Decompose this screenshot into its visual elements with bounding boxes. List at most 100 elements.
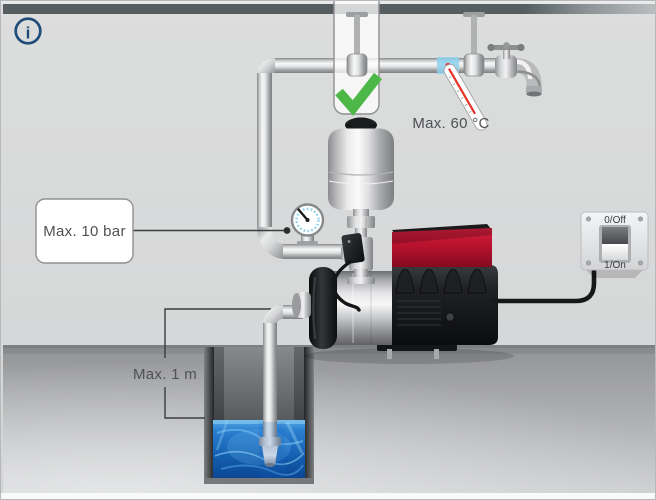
- diaphragm-tank-icon: [328, 117, 394, 312]
- water-surface: [213, 420, 305, 424]
- water-swirl: [220, 464, 304, 476]
- motor-fin: [443, 268, 463, 294]
- gauge-scale: [295, 207, 320, 233]
- motor-red-cover: [392, 228, 492, 267]
- tank-body: [328, 128, 394, 210]
- foot-valve-collar: [259, 437, 281, 446]
- scale-tick: [460, 97, 464, 100]
- info-glyph: i: [26, 24, 31, 43]
- suction-lift-dimension: [164, 308, 271, 419]
- motor-fin: [395, 268, 415, 294]
- well-inner-shadow-left: [213, 347, 224, 478]
- hanger-rod: [354, 15, 360, 57]
- correct-installation-callout: [333, 1, 382, 116]
- floor: [3, 345, 655, 493]
- info-icon: i: [14, 17, 42, 45]
- union-nut: [347, 216, 375, 228]
- gauge-needle: [297, 208, 309, 222]
- pump-shadow: [304, 348, 514, 364]
- checkmark-icon: [335, 72, 382, 116]
- ceiling: [3, 4, 655, 14]
- suction-pipe: [259, 305, 303, 478]
- max-suction-lift-label: Max. 1 m: [133, 366, 197, 383]
- dimension-line-top: [164, 308, 271, 358]
- tank-fitting: [355, 228, 367, 238]
- hanger-clamp: [346, 53, 368, 77]
- hanger-flange: [463, 12, 485, 17]
- tap-handle-knob: [503, 42, 510, 49]
- well-rim-bottom: [204, 478, 314, 484]
- scale-tick: [448, 76, 452, 79]
- floor-edge-shade: [3, 348, 655, 354]
- switch-shadow: [586, 270, 643, 278]
- tap-handle-knob: [517, 43, 525, 52]
- max-temperature-label: Max. 60 °C: [412, 115, 489, 132]
- red-cover-shade: [392, 228, 492, 244]
- well-wall-right: [304, 347, 314, 484]
- max-pressure-box: [35, 198, 134, 264]
- hanger-flange: [346, 12, 368, 17]
- scale-tick: [468, 110, 472, 113]
- water-streak: [285, 421, 304, 454]
- hanger-rod: [471, 15, 477, 57]
- pump-foot-pin: [434, 349, 439, 359]
- motor-plug: [445, 312, 455, 322]
- well-inner-shadow-right: [294, 347, 305, 478]
- motor-fin: [467, 268, 487, 294]
- thermometer-scale: [448, 76, 472, 113]
- pipe-elbow-top-left: [257, 58, 275, 75]
- power-cable: [490, 266, 597, 304]
- tank-cap-top: [349, 117, 373, 128]
- pressure-sensor: [341, 233, 365, 264]
- tap-handle-knob: [487, 43, 495, 52]
- gauge-flange: [297, 241, 318, 245]
- pump-riser-fitting: [354, 269, 368, 280]
- suction-pipe-elbow: [263, 305, 283, 325]
- tank-weld-line: [328, 180, 394, 185]
- riser-pipe: [257, 73, 272, 229]
- sensor-led: [347, 239, 351, 243]
- dimension-line-bottom: [164, 387, 205, 419]
- foot-valve-icon: [259, 437, 281, 467]
- foot-valve-body: [262, 446, 278, 465]
- water-swirl: [214, 450, 305, 466]
- gauge-pipe: [283, 244, 349, 259]
- rocker-top: [602, 227, 628, 244]
- bottom-edge: [1, 493, 655, 499]
- pump-foot-pin: [387, 349, 392, 359]
- motor-grooves: [397, 300, 441, 326]
- rocker-bottom: [602, 244, 628, 260]
- power-switch-icon: 0/Off 1/On: [580, 211, 649, 278]
- max-pressure-label: Max. 10 bar: [43, 223, 126, 240]
- well: [204, 347, 314, 484]
- pump-top-flange: [347, 277, 375, 284]
- water-swirl: [216, 428, 304, 446]
- floor-light: [3, 347, 655, 493]
- tap-outlet-face: [526, 91, 542, 97]
- switch-on-label: 1/On: [604, 260, 626, 271]
- motor-fin: [419, 268, 439, 294]
- leader-dot: [283, 227, 291, 234]
- tank-neck: [353, 209, 369, 217]
- switch-off-label: 0/Off: [604, 215, 626, 226]
- scale-tick: [452, 83, 456, 86]
- top-edge: [1, 1, 655, 4]
- switch-screw: [585, 216, 591, 222]
- end-cap-highlight: [312, 276, 316, 340]
- tap-stem: [503, 49, 510, 59]
- sensor-body: [341, 233, 365, 264]
- info-circle: [14, 17, 42, 45]
- well-wall-left: [204, 347, 214, 484]
- water-streak: [215, 420, 229, 451]
- submerged-tint: [259, 422, 285, 478]
- switch-screw: [585, 260, 591, 266]
- pump-end-cap: [309, 267, 337, 349]
- thermometer-icon: [443, 63, 488, 131]
- sensor-cable: [332, 260, 361, 312]
- tap-body: [495, 55, 517, 78]
- suction-pipe-vertical: [263, 323, 277, 441]
- tap-icon: [487, 42, 542, 97]
- callout-box-border: [333, 1, 380, 115]
